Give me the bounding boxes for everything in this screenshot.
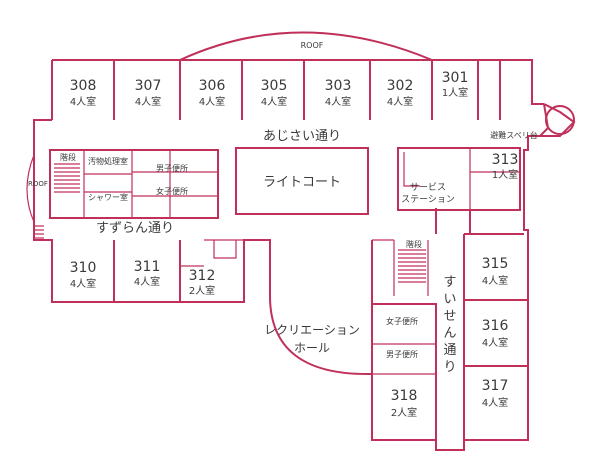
room-301: 301 1人室 [442, 70, 469, 99]
room-number: 315 [482, 256, 509, 272]
stairs-left-label: 階段 [60, 152, 76, 162]
left-stair-treads [54, 163, 80, 193]
room-number: 302 [387, 78, 414, 94]
room-type: 4人室 [135, 95, 161, 108]
street-suisen-char: せ [443, 309, 456, 324]
room-type: 4人室 [482, 336, 508, 349]
building-walls [26, 31, 576, 451]
street-suisen-char: す [443, 275, 456, 290]
room-315: 315 4人室 [482, 256, 509, 287]
room-number: 305 [261, 78, 288, 94]
street-suzuran: すずらん通り [96, 221, 174, 236]
room-number: 318 [391, 388, 418, 404]
room-number: 303 [325, 78, 352, 94]
service-station-line: サービス [410, 182, 446, 193]
room-307: 307 4人室 [135, 78, 162, 108]
recreation-hall-line: ホール [294, 341, 330, 355]
room-type: 4人室 [70, 95, 96, 108]
street-suisen-char: い [443, 292, 456, 307]
room-311: 311 4人室 [134, 259, 161, 288]
soiled-utility-label: 汚物処理室 [88, 156, 128, 166]
street-suisen-char: ん [443, 326, 456, 341]
room-317: 317 4人室 [482, 378, 509, 409]
room-type: 4人室 [134, 275, 160, 288]
evacuation-slide-label: 避難スベリ台 [490, 130, 537, 140]
room-306: 306 4人室 [199, 78, 226, 108]
mens-toilet-center-label: 男子便所 [386, 349, 418, 359]
room-number: 301 [442, 70, 469, 86]
roof-arc [179, 31, 433, 61]
service-station-label: サービス ステーション [401, 182, 455, 205]
street-ajisai: あじさい通り [263, 129, 341, 144]
room-type: 2人室 [189, 284, 215, 297]
roof-label-left: ROOF [28, 180, 48, 188]
room-302: 302 4人室 [387, 78, 414, 108]
room-type: 4人室 [482, 274, 508, 287]
roof-label-top: ROOF [301, 41, 324, 50]
room-type: 4人室 [261, 95, 287, 108]
room-308: 308 4人室 [70, 78, 97, 108]
room-type: 1人室 [442, 86, 468, 99]
room-number: 312 [189, 268, 216, 284]
room-313: 313 1人室 [492, 152, 519, 181]
room-number: 308 [70, 78, 97, 94]
room-305: 305 4人室 [261, 78, 288, 108]
street-suisen-char: り [443, 360, 456, 375]
room-number: 313 [492, 152, 519, 168]
womens-toilet-center-label: 女子便所 [386, 316, 418, 326]
mens-toilet-left-label: 男子便所 [156, 163, 188, 173]
room-number: 310 [70, 260, 97, 276]
street-suisen: す い せ ん 通 り [443, 275, 456, 375]
recreation-hall-line: レクリエーション [264, 323, 360, 337]
service-station-line: ステーション [401, 194, 455, 205]
room-316: 316 4人室 [482, 318, 509, 349]
room-303: 303 4人室 [325, 78, 352, 108]
room-type: 4人室 [199, 95, 225, 108]
shower-label: シャワー室 [88, 192, 128, 202]
womens-toilet-left-label: 女子便所 [156, 186, 188, 196]
room-number: 307 [135, 78, 162, 94]
room-type: 4人室 [482, 396, 508, 409]
room-318: 318 2人室 [391, 388, 418, 419]
street-suisen-char: 通 [443, 343, 456, 358]
room-type: 4人室 [387, 95, 413, 108]
room-type: 1人室 [492, 168, 518, 181]
room-type: 4人室 [70, 277, 96, 290]
center-stair-treads [398, 249, 426, 283]
room-number: 311 [134, 259, 161, 275]
room-number: 317 [482, 378, 509, 394]
room-type: 2人室 [391, 406, 417, 419]
stairs-center-label: 階段 [406, 239, 422, 249]
room-number: 316 [482, 318, 509, 334]
room-type: 4人室 [325, 95, 351, 108]
room-number: 306 [199, 78, 226, 94]
room-310: 310 4人室 [70, 260, 97, 290]
room-312: 312 2人室 [189, 268, 216, 297]
recreation-hall-label: レクリエーション ホール [264, 323, 360, 355]
light-court-label: ライトコート [263, 175, 341, 190]
